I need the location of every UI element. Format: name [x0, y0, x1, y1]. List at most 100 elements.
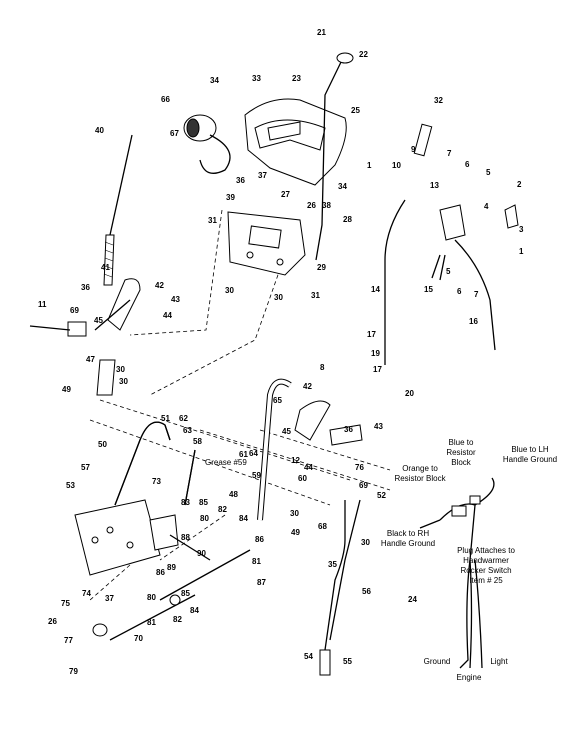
note-blue-lh: Blue to LH: [511, 445, 549, 454]
callout-11: 11: [38, 300, 47, 309]
callout-87: 87: [257, 578, 266, 587]
callout-64: 64: [249, 449, 258, 458]
headlight: [183, 114, 231, 174]
callout-84a: 84: [239, 514, 248, 523]
callout-61: 61: [239, 450, 248, 459]
callout-43b: 43: [374, 422, 383, 431]
note-plug-4: Item # 25: [469, 576, 503, 585]
callout-14: 14: [371, 285, 380, 294]
callout-70: 70: [134, 634, 143, 643]
callout-15: 15: [424, 285, 433, 294]
callout-81a: 81: [252, 557, 261, 566]
callout-19: 19: [371, 349, 380, 358]
left-handle: [29, 278, 141, 396]
callout-76: 76: [355, 463, 364, 472]
callout-2: 2: [517, 180, 522, 189]
callout-13: 13: [430, 181, 439, 190]
callout-35: 35: [328, 560, 337, 569]
note-blue-lh-2: Handle Ground: [503, 455, 557, 464]
callout-1a: 1: [367, 161, 372, 170]
callout-32: 32: [434, 96, 443, 105]
linkage-rods: [92, 534, 251, 641]
callout-90: 90: [197, 549, 206, 558]
assembly-guide-lines: [89, 209, 391, 601]
callout-69a: 69: [70, 306, 79, 315]
callout-26: 26: [307, 201, 316, 210]
antenna-spring: [103, 134, 133, 286]
callout-62: 62: [179, 414, 188, 423]
callout-77: 77: [64, 636, 73, 645]
callout-1b: 1: [519, 247, 524, 256]
note-orange: Orange to: [402, 464, 438, 473]
callout-59: 59: [252, 471, 261, 480]
callout-30d: 30: [119, 377, 128, 386]
callout-75: 75: [61, 599, 70, 608]
callout-36b: 36: [81, 283, 90, 292]
dash-shield: [244, 98, 347, 186]
callout-68: 68: [318, 522, 327, 531]
callout-82b: 82: [173, 615, 182, 624]
callout-7b: 7: [474, 290, 479, 299]
callout-42b: 42: [303, 382, 312, 391]
callout-labels: 21 22 23 33 34 66 67 25 40 32 9 10 1 7 6…: [38, 28, 524, 676]
callout-85b: 85: [181, 589, 190, 598]
callout-6b: 6: [457, 287, 462, 296]
callout-86a: 86: [255, 535, 264, 544]
callout-53: 53: [66, 481, 75, 490]
callout-31b: 31: [311, 291, 320, 300]
callout-57: 57: [81, 463, 90, 472]
callout-21: 21: [317, 28, 326, 37]
callout-50: 50: [98, 440, 107, 449]
callout-51: 51: [161, 414, 170, 423]
wiring-notes: Blue to Resistor Block Blue to LH Handle…: [381, 438, 557, 682]
callout-26b: 26: [48, 617, 57, 626]
callout-41: 41: [101, 263, 110, 272]
callout-33: 33: [252, 74, 261, 83]
note-black-rh: Black to RH: [387, 529, 429, 538]
callout-49a: 49: [62, 385, 71, 394]
note-blue-resistor: Blue to: [449, 438, 474, 447]
wiring-harness: [419, 477, 495, 669]
callout-36c: 36: [344, 425, 353, 434]
callout-65: 65: [273, 396, 282, 405]
callout-12: 12: [291, 456, 300, 465]
callout-9: 9: [411, 145, 416, 154]
control-bracket: [227, 211, 306, 276]
callout-5a: 5: [486, 168, 491, 177]
callout-79: 79: [69, 667, 78, 676]
callout-31a: 31: [208, 216, 217, 225]
switch-assembly: [384, 123, 519, 365]
callout-42a: 42: [155, 281, 164, 290]
callout-34: 34: [210, 76, 219, 85]
note-engine: Engine: [457, 673, 482, 682]
callout-66: 66: [161, 95, 170, 104]
callout-73: 73: [152, 477, 161, 486]
callout-54: 54: [304, 652, 313, 661]
callout-43a: 43: [171, 295, 180, 304]
callout-38: 38: [322, 201, 331, 210]
callout-74: 74: [82, 589, 91, 598]
callout-17a: 17: [367, 330, 376, 339]
note-light: Light: [490, 657, 508, 666]
callout-60: 60: [298, 474, 307, 483]
callout-67: 67: [170, 129, 179, 138]
callout-36a: 36: [236, 176, 245, 185]
note-blue-resistor-2: Resistor: [446, 448, 476, 457]
callout-37: 37: [258, 171, 267, 180]
callout-86b: 86: [156, 568, 165, 577]
callout-16: 16: [469, 317, 478, 326]
lower-handle-panel: [74, 499, 179, 576]
callout-44a: 44: [163, 311, 172, 320]
callout-88: 88: [181, 533, 190, 542]
callout-80b: 80: [147, 593, 156, 602]
callout-25: 25: [351, 106, 360, 115]
callout-81b: 81: [147, 618, 156, 627]
callout-22: 22: [359, 50, 368, 59]
callout-55: 55: [343, 657, 352, 666]
callout-52: 52: [377, 491, 386, 500]
callout-45a: 45: [94, 316, 103, 325]
callout-89: 89: [167, 563, 176, 572]
callout-45b: 45: [282, 427, 291, 436]
callout-49b: 49: [291, 528, 300, 537]
callout-23: 23: [292, 74, 301, 83]
